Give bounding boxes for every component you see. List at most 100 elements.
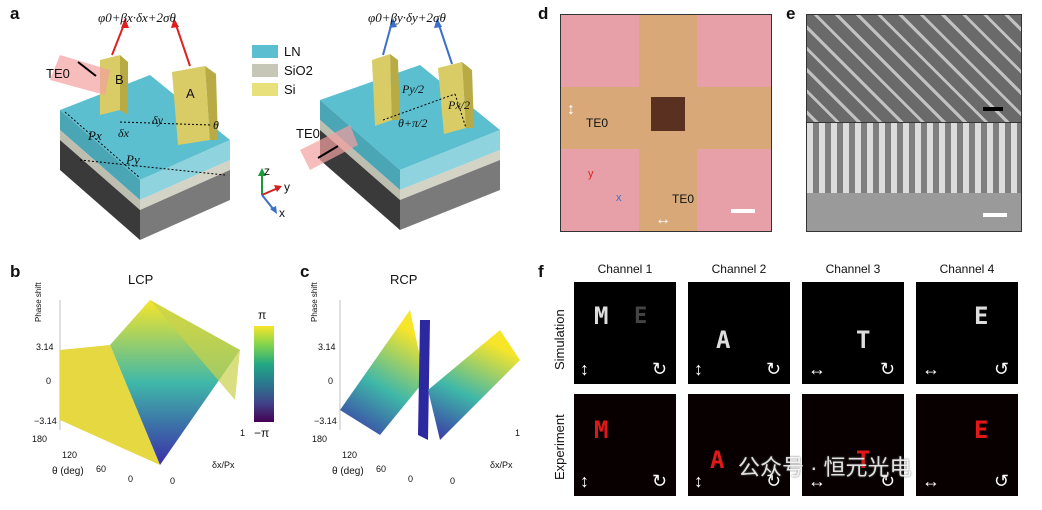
lcp-theta-tick: 60	[96, 464, 107, 474]
panel-label-b: b	[10, 262, 21, 281]
horizontal-polarization-arrow-icon: ↔	[922, 359, 940, 379]
rcp-xlabel: θ (deg)	[332, 466, 364, 477]
axis-x-label: x	[279, 206, 285, 220]
row-label-simulation: Simulation	[552, 309, 567, 370]
channel-3-label: Channel 3	[825, 262, 881, 276]
circular-polarization-icon: ↻	[766, 471, 782, 491]
rcp-ztick: 0	[328, 376, 334, 386]
lcp-ylabel: δx/Px	[212, 460, 235, 470]
lcp-ztick: 0	[46, 376, 52, 386]
exp-channel-2: A ↕ ↻	[688, 394, 790, 496]
horizontal-polarization-arrow-icon: ↔	[808, 471, 826, 491]
py-half-label: Py/2	[402, 82, 424, 96]
rcp-zlabel: Phase shift	[310, 282, 319, 322]
letter-m: M	[594, 302, 609, 330]
letter-t: T	[856, 446, 871, 474]
sim-channel-3: T ↔ ↻	[802, 282, 904, 384]
letter-a: A	[710, 446, 725, 474]
panel-label-c: c	[300, 262, 310, 281]
lcp-ztick: −3.14	[34, 416, 57, 426]
left-phase-formula: φ0+βx·δx+2σθ	[98, 10, 176, 25]
exp-channel-3: T ↔ ↻	[802, 394, 904, 496]
pillar-b-label: B	[115, 72, 124, 87]
lcp-ztick: 3.14	[36, 342, 54, 352]
pillar-a-label: A	[186, 86, 195, 101]
panel-label-e: e	[786, 4, 796, 23]
lcp-ytick: 1	[240, 428, 246, 438]
legend-label: LN	[284, 44, 301, 59]
theta-label: θ	[213, 118, 219, 132]
lcp-theta-tick: 0	[128, 474, 134, 484]
horizontal-polarization-arrow-icon: ↔	[655, 211, 671, 228]
rcp-ztick: 3.14	[318, 342, 336, 352]
te0-left-label: TE0	[46, 66, 70, 81]
colorbar-bottom-label: −π	[254, 426, 270, 440]
vertical-polarization-arrow-icon: ↕	[580, 471, 589, 491]
circular-polarization-icon: ↻	[880, 471, 896, 491]
sem-top-view	[806, 14, 1022, 124]
circular-polarization-icon: ↻	[652, 471, 668, 491]
pillar-side-texture	[807, 123, 1021, 193]
sim-channel-2: A ↕ ↻	[688, 282, 790, 384]
right-substrate-block	[320, 65, 500, 230]
row-label-experiment: Experiment	[552, 414, 567, 480]
scale-bar	[731, 209, 755, 213]
panel-label-d: d	[538, 4, 549, 23]
letter-m: M	[594, 416, 609, 444]
vertical-polarization-arrow-icon: ↕	[567, 101, 575, 118]
panel-label-a: a	[10, 4, 20, 23]
circular-polarization-icon: ↺	[994, 359, 1010, 379]
px-half-label: Px/2	[448, 98, 470, 112]
rcp-ytick: 0	[450, 476, 456, 486]
scale-bar	[983, 213, 1007, 217]
dx-label: δx	[118, 126, 129, 140]
lcp-ytick: 0	[170, 476, 176, 486]
te0-d-bottom: TE0	[672, 192, 695, 206]
rcp-theta-tick: 120	[342, 450, 358, 460]
te0-right-label: TE0	[296, 126, 320, 141]
channel-4-label: Channel 4	[939, 262, 995, 276]
legend-swatch	[252, 64, 278, 77]
circular-polarization-icon: ↻	[880, 359, 896, 379]
optical-micrograph: ↕ ↔	[560, 14, 772, 232]
rcp-ztick: −3.14	[314, 416, 337, 426]
axis-z-label: z	[264, 164, 270, 178]
horizontal-polarization-arrow-icon: ↔	[808, 359, 826, 379]
lcp-zlabel: Phase shift	[34, 282, 43, 322]
sim-channel-1: M E ↕ ↻	[574, 282, 676, 384]
legend-item-sio2: SiO2	[252, 63, 313, 78]
theta-rot-label: θ+π/2	[398, 116, 428, 130]
lcp-xlabel: θ (deg)	[52, 466, 84, 477]
d-axis-y: y	[588, 168, 594, 180]
phase-colorbar	[254, 326, 274, 422]
rcp-title: RCP	[390, 272, 418, 287]
colorbar-top-label: π	[258, 308, 267, 322]
right-phase-formula: φ0+βy·δy+2σθ	[368, 10, 446, 25]
letter-a: A	[716, 326, 731, 354]
rcp-theta-tick: 60	[376, 464, 387, 474]
rcp-theta-tick: 180	[312, 434, 328, 444]
te0-d-left: TE0	[586, 116, 609, 130]
vertical-polarization-arrow-icon: ↕	[694, 359, 703, 379]
d-axis-x: x	[616, 192, 622, 204]
letter-e: E	[974, 416, 989, 444]
sem-tilted-view	[806, 122, 1022, 232]
pillar-array-texture	[807, 15, 1021, 123]
lcp-theta-tick: 180	[32, 434, 48, 444]
circular-polarization-icon: ↻	[766, 359, 782, 379]
lcp-surface-plot	[59, 300, 240, 465]
sim-channel-4: E ↔ ↺	[916, 282, 1018, 384]
material-legend: LN SiO2 Si	[252, 44, 313, 97]
px-label: Px	[88, 128, 102, 143]
legend-item-si: Si	[252, 82, 313, 97]
panel-a-illustration	[50, 18, 500, 240]
letter-t: T	[856, 326, 871, 354]
rcp-theta-tick: 0	[408, 474, 414, 484]
circular-polarization-icon: ↻	[652, 359, 668, 379]
exp-channel-4: E ↔ ↺	[916, 394, 1018, 496]
dy-label: δy	[152, 113, 163, 127]
channel-2-label: Channel 2	[711, 262, 767, 276]
legend-label: Si	[284, 82, 296, 97]
legend-swatch	[252, 83, 278, 96]
vertical-polarization-arrow-icon: ↕	[694, 471, 703, 491]
